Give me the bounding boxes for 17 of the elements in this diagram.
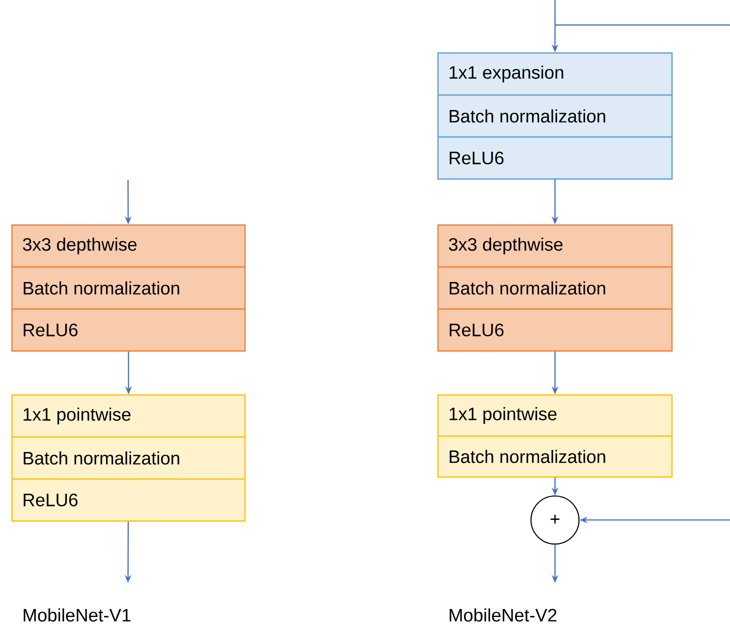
layer-label: ReLU6 — [24, 324, 78, 336]
layer-label: ReLU6 — [24, 494, 78, 506]
layer-label: ReLU6 — [450, 324, 504, 336]
layer-label: Batch normalization — [24, 451, 180, 465]
layer-label: Batch normalization — [450, 281, 606, 295]
layer-label: Batch normalization — [450, 109, 606, 123]
layer-label: 3x3 depthwise — [448, 238, 563, 254]
network-caption: MobileNet-V1 — [24, 608, 130, 622]
network-caption: MobileNet-V2 — [450, 608, 556, 622]
skip-connection-arrow — [555, 24, 730, 524]
layer-label: 1x1 expansion — [450, 66, 564, 82]
layer-label: 3x3 depthwise — [22, 238, 137, 254]
layer-label: ReLU6 — [450, 152, 504, 164]
layer-label: Batch normalization — [450, 450, 606, 464]
layer-label: 1x1 pointwise — [24, 408, 131, 424]
layer-label: 1x1 pointwise — [450, 407, 557, 424]
layer-label: Batch normalization — [24, 281, 180, 295]
